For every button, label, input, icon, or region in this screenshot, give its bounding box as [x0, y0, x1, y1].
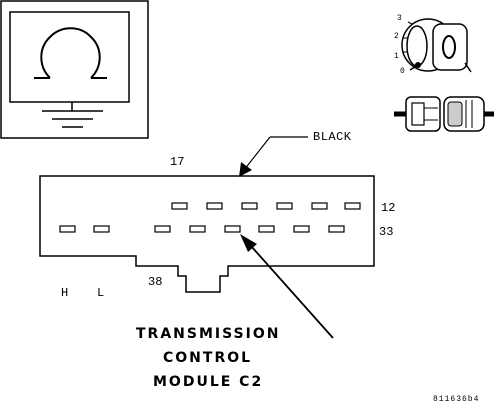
- title-line-1: TRANSMISSION: [136, 326, 281, 342]
- cavity-label-33: 33: [379, 225, 394, 239]
- cavity-l: [93, 225, 110, 233]
- cavity: [154, 225, 171, 233]
- low-label: L: [97, 286, 105, 300]
- disconnected-connector-icon: [394, 96, 494, 132]
- cavity-label-17: 17: [170, 155, 185, 169]
- cavity: [276, 202, 293, 210]
- ignition-key-icon: [401, 18, 472, 73]
- cavity: [344, 202, 361, 210]
- cavity: [311, 202, 328, 210]
- title-line-3: MODULE C2: [153, 374, 264, 390]
- cavity: [241, 202, 258, 210]
- title-pointer-arrow: [240, 234, 334, 339]
- cavity: [293, 225, 310, 233]
- key-position-3: 3: [397, 14, 402, 23]
- ohmmeter-symbol-icon: [0, 0, 149, 139]
- cavity: [328, 225, 345, 233]
- black-wire-pointer: [239, 136, 308, 177]
- bottom-cavity-row: [59, 225, 345, 233]
- wire-color-label: BLACK: [313, 130, 352, 144]
- cavity: [258, 225, 275, 233]
- cavity-label-12: 12: [381, 201, 396, 215]
- key-position-1: 1: [394, 52, 399, 61]
- cavity: [189, 225, 206, 233]
- top-cavity-row: [171, 202, 361, 210]
- key-position-2: 2: [394, 32, 399, 41]
- high-label: H: [61, 286, 69, 300]
- tcm-c2-connector: [39, 175, 375, 293]
- cavity-h: [59, 225, 76, 233]
- key-position-0: 0: [400, 67, 405, 76]
- cavity: [171, 202, 188, 210]
- cavity-label-38: 38: [148, 275, 163, 289]
- title-line-2: CONTROL: [163, 350, 253, 366]
- figure-code: 811636b4: [433, 395, 480, 404]
- cavity: [206, 202, 223, 210]
- cavity-tested: [224, 225, 241, 233]
